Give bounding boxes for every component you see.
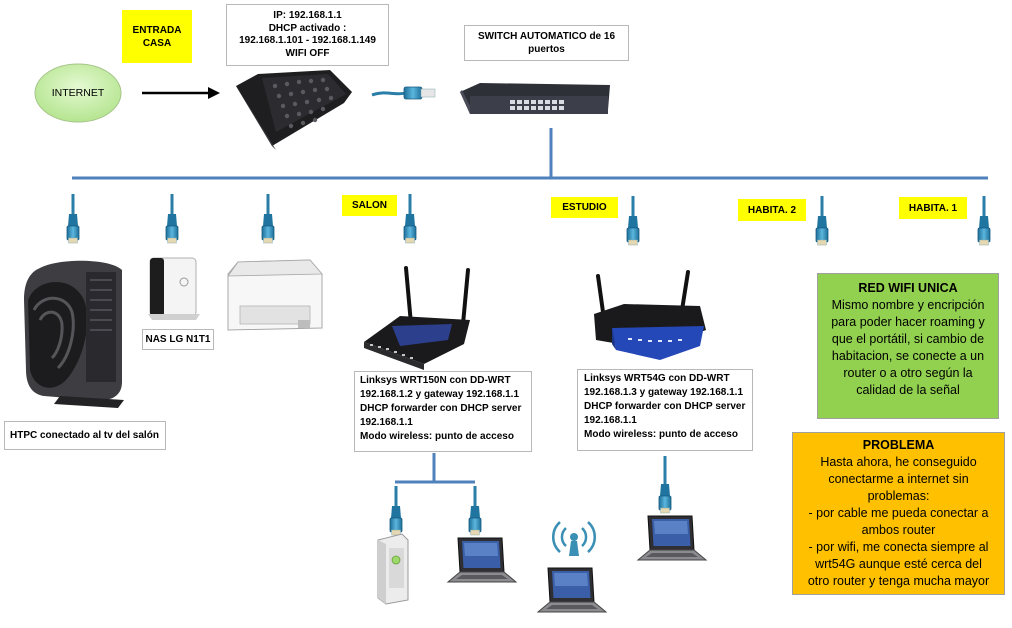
ethernet-cable-icon (371, 86, 436, 100)
htpc-label-box: HTPC conectado al tv del salón (4, 421, 166, 450)
laptop-image (537, 567, 607, 613)
wifi-note-line: que el portátil, si cambio de (831, 332, 985, 346)
wifi-icon (551, 521, 597, 556)
router-dhcp-range: 192.168.1.101 - 192.168.1.149 (239, 35, 376, 46)
problem-title: PROBLEMA (862, 438, 935, 452)
problem-line: otro router y tenga mucha mayor (807, 574, 990, 588)
wrt54g-line-3: DHCP forwarder con DHCP server (584, 401, 746, 412)
wrt54g-line-1: Linksys WRT54G con DD-WRT (584, 373, 730, 384)
ethernet-connector-icon (814, 194, 830, 247)
problem-box: PROBLEMA Hasta ahora, he conseguido cone… (792, 432, 1005, 595)
nas-label-box: NAS LG N1T1 (142, 329, 214, 350)
router-wrt150n-image (364, 266, 470, 370)
wrt54g-line-4: 192.168.1.1 (584, 415, 637, 426)
wifi-note-line: Mismo nombre y encripción (831, 298, 985, 312)
entrada-casa-label: ENTRADA CASA (122, 10, 192, 63)
habita1-text: HABITA. 1 (908, 202, 958, 214)
ethernet-connector-icon (625, 194, 641, 247)
wrt54g-line-5: Modo wireless: punto de acceso (584, 429, 738, 440)
ethernet-connector-icon (388, 484, 404, 537)
entrada-line-2: CASA (142, 37, 172, 49)
switch-line-1: SWITCH AUTOMATICO de 16 (477, 31, 616, 42)
problem-line: wrt54G aunque esté cerca del (815, 557, 982, 571)
switch-label-box: SWITCH AUTOMATICO de 16 puertos (464, 25, 629, 61)
estudio-text: ESTUDIO (562, 202, 607, 213)
router-ip: IP: 192.168.1.1 (273, 10, 342, 21)
wrt150n-line-3: DHCP forwarder con DHCP server (360, 403, 522, 414)
nas-image (148, 257, 200, 320)
ethernet-connector-icon (657, 462, 673, 515)
room-label-habita2: HABITA. 2 (738, 199, 806, 221)
laptop-image (637, 515, 707, 561)
switch-line-2: puertos (528, 44, 565, 55)
wrt150n-line-2: 192.168.1.2 y gateway 192.168.1.1 (360, 389, 520, 400)
nas-text: NAS LG N1T1 (145, 334, 211, 345)
network-bus (72, 128, 988, 180)
wrt150n-downlinks (388, 453, 483, 537)
ethernet-connector-icon (402, 192, 418, 245)
internet-cloud (34, 63, 122, 123)
wifi-note-box: RED WIFI UNICA Mismo nombre y encripción… (817, 273, 999, 419)
wifi-note-line: router o a otro según la (843, 366, 973, 380)
ethernet-connector-icon (164, 192, 180, 245)
entrada-line-1: ENTRADA (132, 24, 182, 36)
wifi-note-title: RED WIFI UNICA (858, 281, 958, 295)
router-info-box: IP: 192.168.1.1 DHCP activado : 192.168.… (226, 4, 389, 66)
printer-image (227, 259, 323, 331)
room-label-habita1: HABITA. 1 (899, 197, 967, 219)
xbox-console-image (377, 533, 409, 605)
internet-label-text: INTERNET (51, 87, 105, 99)
wrt150n-info-box: Linksys WRT150N con DD-WRT 192.168.1.2 y… (354, 371, 532, 452)
salon-text: SALON (352, 200, 387, 211)
router-wifi: WIFI OFF (285, 47, 330, 59)
room-label-estudio: ESTUDIO (551, 197, 618, 218)
port-drops (65, 192, 992, 247)
ethernet-connector-icon (65, 192, 81, 245)
habita2-text: HABITA. 2 (747, 204, 797, 216)
room-label-salon: SALON (342, 195, 397, 216)
problem-line: conectarme a internet sin (828, 472, 969, 486)
wrt150n-line-4: 192.168.1.1 (360, 417, 413, 428)
wrt150n-line-5: Modo wireless: punto de acceso (360, 431, 514, 442)
problem-line: - por cable me pueda conectar a (808, 506, 989, 520)
wrt54g-line-2: 192.168.1.3 y gateway 192.168.1.1 (584, 387, 744, 398)
laptop-image (447, 537, 517, 583)
network-switch-image (460, 83, 610, 114)
wifi-note-line: para poder hacer roaming y (831, 315, 985, 329)
router-wrt54g-image (594, 270, 706, 360)
arrow-icon (142, 87, 220, 99)
htpc-text: HTPC conectado al tv del salón (10, 430, 159, 441)
problem-line: ambos router (861, 523, 936, 537)
ethernet-connector-icon (467, 484, 483, 537)
wrt54g-info-box: Linksys WRT54G con DD-WRT 192.168.1.3 y … (577, 369, 753, 451)
problem-line: problemas: (867, 489, 930, 503)
modem-router-image (236, 70, 352, 150)
wifi-note-line: habitacion, se conecte a un (831, 349, 985, 363)
problem-line: Hasta ahora, he conseguido (820, 455, 977, 469)
ethernet-connector-icon (976, 194, 992, 247)
router-dhcp: DHCP activado : (268, 22, 347, 34)
internet-label: INTERNET (35, 86, 121, 100)
htpc-image (24, 260, 124, 408)
wifi-note-line: calidad de la señal (856, 383, 960, 397)
wrt150n-line-1: Linksys WRT150N con DD-WRT (360, 375, 511, 386)
ethernet-connector-icon (260, 192, 276, 245)
problem-line: - por wifi, me conecta siempre al (808, 540, 989, 554)
